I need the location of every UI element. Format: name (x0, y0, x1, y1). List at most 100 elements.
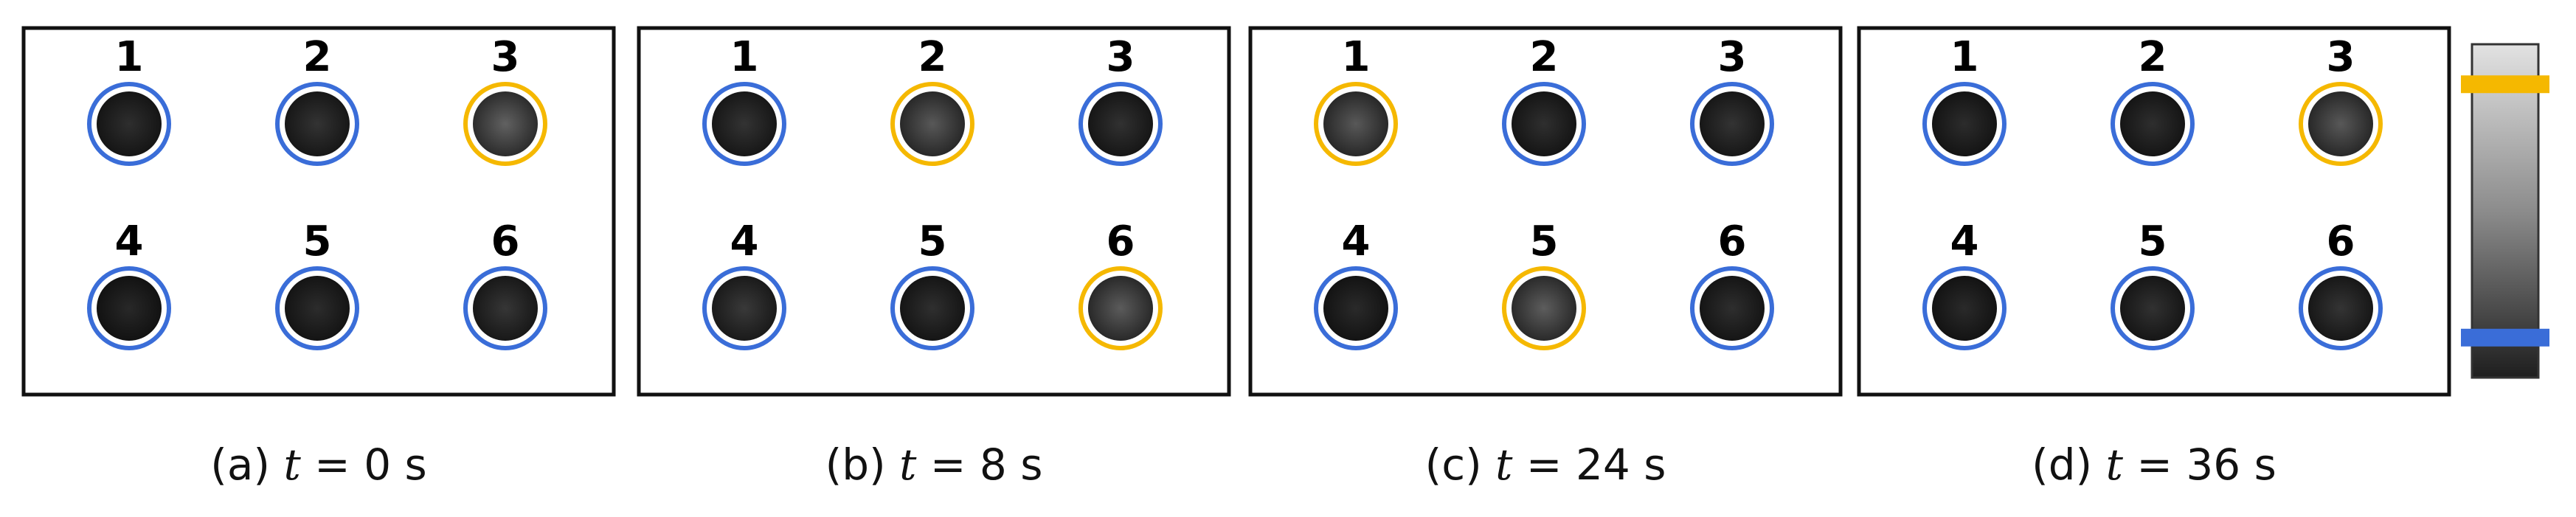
normal-ring (702, 266, 786, 350)
panel-4: 1 2 3 4 5 6 (d) t = 36 s (1857, 26, 2451, 490)
well-6: 6 (2299, 218, 2383, 350)
well-sample (2120, 91, 2185, 156)
normal-ring (2299, 266, 2383, 350)
well-number: 6 (491, 218, 520, 266)
well-number: 3 (1107, 33, 1135, 81)
well-sample (900, 91, 965, 156)
well-3: 3 (2299, 33, 2383, 166)
well-sample (1323, 91, 1388, 156)
panels: 1 2 3 4 5 6 (a) t = 0 s 1 2 3 4 5 6 (b) t = 8 s 1 2 3 4 5 6… (21, 26, 2451, 490)
well-5: 5 (890, 218, 974, 350)
well-number: 3 (2327, 33, 2355, 81)
normal-ring (1690, 266, 1774, 350)
well-number: 4 (1950, 218, 1979, 266)
well-number: 4 (115, 218, 144, 266)
highlight-ring (2299, 82, 2383, 166)
well-sample (97, 276, 162, 341)
well-4: 4 (702, 218, 786, 350)
normal-ring (1314, 266, 1398, 350)
well-1: 1 (1314, 33, 1398, 166)
well-number: 5 (918, 218, 947, 266)
well-sample (1512, 91, 1576, 156)
upper-level-marker (2461, 75, 2549, 94)
well-number: 1 (1342, 33, 1371, 81)
well-sample (2308, 91, 2373, 156)
well-5: 5 (2111, 218, 2195, 350)
normal-ring (1690, 82, 1774, 166)
well-sample (1932, 91, 1997, 156)
caption-label: (c) (1425, 440, 1496, 490)
well-number: 3 (1718, 33, 1747, 81)
normal-ring (463, 266, 547, 350)
well-4: 4 (1922, 218, 2007, 350)
well-sample (1323, 276, 1388, 341)
well-sample (285, 91, 350, 156)
well-number: 1 (1950, 33, 1979, 81)
caption-time-value: = 0 s (301, 440, 427, 490)
well-sample (2120, 276, 2185, 341)
highlight-ring (1314, 82, 1398, 166)
well-sample (1700, 91, 1765, 156)
normal-ring (2111, 266, 2195, 350)
well-2: 2 (2111, 33, 2195, 166)
well-2: 2 (1502, 33, 1586, 166)
panel-caption: (a) t = 0 s (210, 440, 427, 490)
well-number: 3 (491, 33, 520, 81)
well-number: 1 (730, 33, 759, 81)
normal-ring (1922, 82, 2007, 166)
highlight-ring (463, 82, 547, 166)
normal-ring (702, 82, 786, 166)
highlight-ring (1078, 266, 1163, 350)
well-number: 5 (303, 218, 332, 266)
well-number: 2 (918, 33, 947, 81)
well-6: 6 (1078, 218, 1163, 350)
well-sample (473, 276, 538, 341)
well-number: 2 (303, 33, 332, 81)
well-number: 5 (2139, 218, 2167, 266)
panel-1: 1 2 3 4 5 6 (a) t = 0 s (21, 26, 616, 490)
well-4: 4 (87, 218, 171, 350)
caption-time-value: = 8 s (916, 440, 1042, 490)
highlight-ring (890, 82, 974, 166)
well-number: 4 (1342, 218, 1371, 266)
well-sample (1088, 276, 1153, 341)
grayscale-bar (2461, 43, 2549, 379)
well-number: 1 (115, 33, 144, 81)
well-number: 2 (2139, 33, 2167, 81)
panel-caption: (b) t = 8 s (825, 440, 1043, 490)
well-sample (1512, 276, 1576, 341)
caption-time-variable: t (283, 440, 301, 490)
well-3: 3 (1078, 33, 1163, 166)
well-1: 1 (87, 33, 171, 166)
well-sample (97, 91, 162, 156)
well-sample (1700, 276, 1765, 341)
normal-ring (1922, 266, 2007, 350)
normal-ring (87, 82, 171, 166)
panel-2: 1 2 3 4 5 6 (b) t = 8 s (637, 26, 1231, 490)
caption-label: (a) (210, 440, 283, 490)
lower-level-marker (2461, 328, 2549, 347)
well-number: 5 (1530, 218, 1559, 266)
well-number: 6 (1718, 218, 1747, 266)
normal-ring (890, 266, 974, 350)
normal-ring (2111, 82, 2195, 166)
well-2: 2 (275, 33, 359, 166)
well-number: 4 (730, 218, 759, 266)
well-sample (285, 276, 350, 341)
caption-label: (b) (825, 440, 900, 490)
normal-ring (1078, 82, 1163, 166)
well-6: 6 (463, 218, 547, 350)
well-5: 5 (1502, 218, 1586, 350)
panel-caption: (d) t = 36 s (2032, 440, 2276, 490)
well-2: 2 (890, 33, 974, 166)
well-1: 1 (1922, 33, 2007, 166)
well-sample (473, 91, 538, 156)
well-sample (2308, 276, 2373, 341)
well-sample (712, 276, 777, 341)
well-number: 6 (1107, 218, 1135, 266)
well-sample (900, 276, 965, 341)
caption-time-value: = 36 s (2123, 440, 2276, 490)
well-4: 4 (1314, 218, 1398, 350)
